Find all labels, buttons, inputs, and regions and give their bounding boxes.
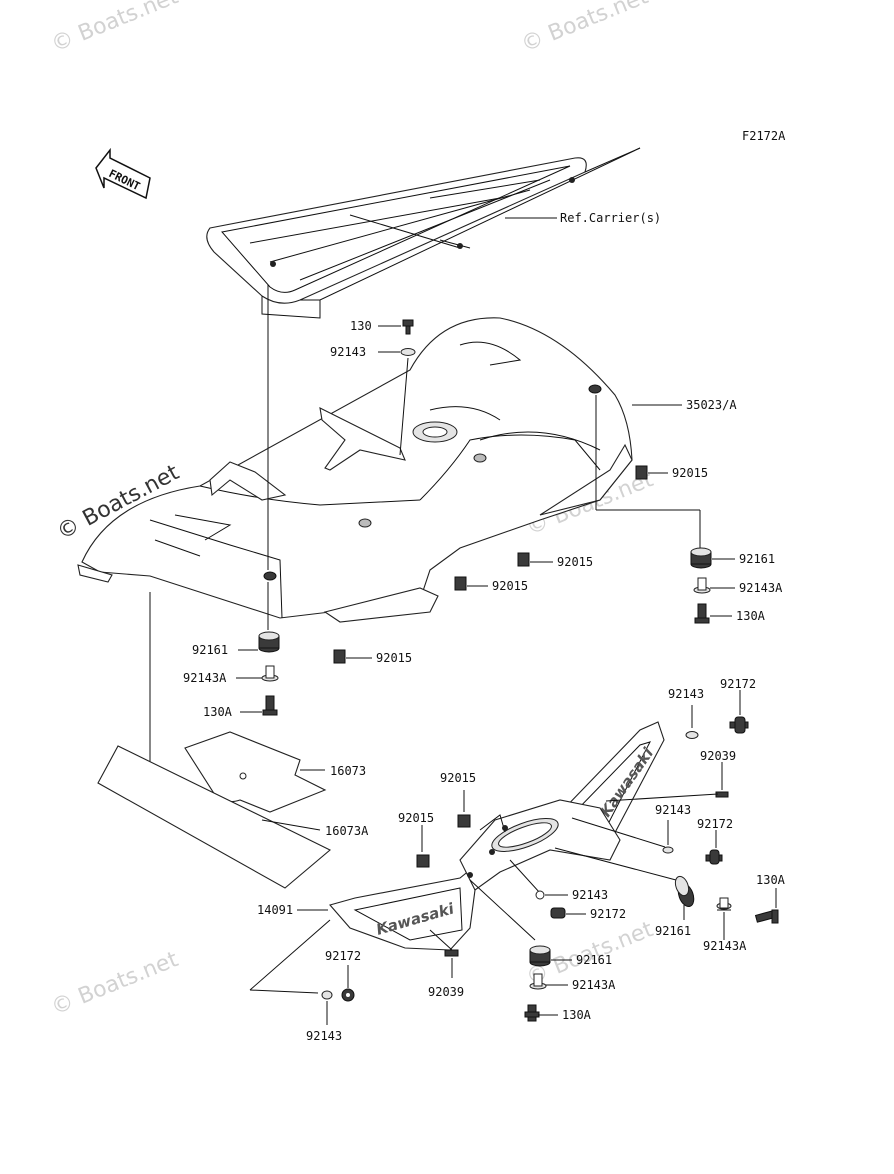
label-16073A: 16073A — [325, 824, 369, 838]
bolt-130A-l — [262, 695, 278, 716]
label-92143-bl: 92143 — [306, 1029, 342, 1043]
label-92143-top: 92143 — [330, 345, 366, 359]
nut-92172-bl — [341, 988, 355, 1002]
label-130A-br: 130A — [756, 873, 786, 887]
label-92143A-l: 92143A — [183, 671, 227, 685]
mud-flap-16073A — [97, 745, 331, 889]
label-92039-bl: 92039 — [428, 985, 464, 999]
label-92015-c: 92015 — [492, 579, 528, 593]
label-130A-r: 130A — [736, 609, 766, 623]
washer-92143-m — [662, 846, 674, 854]
label-92161-l: 92161 — [192, 643, 228, 657]
figure-code: F2172A — [742, 129, 786, 143]
clip-92039-bl — [444, 949, 459, 957]
bolt-130A-r — [694, 603, 710, 624]
label-92015-a: 92015 — [672, 466, 708, 480]
watermark-top-left: © Boats.net — [48, 0, 182, 58]
label-92161-b: 92161 — [576, 953, 612, 967]
watermark-bottom-left: © Boats.net — [48, 947, 182, 1021]
carrier-ref-label: Ref.Carrier(s) — [560, 211, 661, 225]
clip-92039-r — [715, 791, 729, 798]
clip-92015-c — [454, 576, 467, 591]
front-arrow-icon: FRONT — [95, 147, 151, 200]
bolt-130A-br — [754, 909, 779, 924]
label-92015-d: 92015 — [376, 651, 412, 665]
grommet-92161-l — [258, 631, 280, 653]
label-16073: 16073 — [330, 764, 366, 778]
grommet-92161-r — [690, 547, 712, 569]
label-130A-b: 130A — [562, 1008, 592, 1022]
label-92143-c: 92143 — [572, 888, 608, 902]
label-92172-bl: 92172 — [325, 949, 361, 963]
label-130: 130 — [350, 319, 372, 333]
washer-92143-u — [685, 731, 699, 739]
label-92172-c: 92172 — [590, 907, 626, 921]
clip-92015-b — [517, 552, 530, 567]
clip-92015-f — [416, 854, 430, 868]
grommet-92161-b — [529, 945, 551, 967]
label-92161-br: 92161 — [655, 924, 691, 938]
collar-92143A-r — [693, 577, 711, 594]
label-92015-e: 92015 — [440, 771, 476, 785]
bolt-92172-u — [729, 716, 749, 734]
clip-92015-a — [635, 465, 648, 480]
label-35023a: 35023/A — [686, 398, 737, 412]
label-92143A-b: 92143A — [572, 978, 616, 992]
bolt-130-top — [402, 319, 414, 335]
collar-92143A-br — [716, 897, 732, 911]
label-92172-u: 92172 — [720, 677, 756, 691]
washer-92143-c — [535, 890, 545, 900]
label-92143-m: 92143 — [655, 803, 691, 817]
bolt-92172-m — [705, 849, 723, 865]
bolt-130A-b — [524, 1004, 540, 1022]
label-14091: 14091 — [257, 903, 293, 917]
collar-92143A-l — [261, 665, 279, 682]
label-92143-u: 92143 — [668, 687, 704, 701]
rear-fender — [77, 317, 633, 623]
label-92015-b: 92015 — [557, 555, 593, 569]
washer-92143-top — [400, 348, 416, 356]
watermark-top-right: © Boats.net — [518, 0, 652, 58]
clip-92015-e — [457, 814, 471, 828]
label-92015-f: 92015 — [398, 811, 434, 825]
label-92039-r: 92039 — [700, 749, 736, 763]
center-panel — [459, 799, 621, 891]
side-cover-left: Kawasaki — [329, 869, 476, 951]
carrier-rack — [206, 147, 641, 319]
label-92143A-r: 92143A — [739, 581, 783, 595]
label-92143A-br: 92143A — [703, 939, 747, 953]
label-92161-r: 92161 — [739, 552, 775, 566]
label-130A-l: 130A — [203, 705, 233, 719]
clip-92015-d — [333, 649, 346, 664]
bolt-92172-c — [550, 907, 566, 919]
label-92172-m: 92172 — [697, 817, 733, 831]
grommet-92161-br — [674, 875, 695, 908]
collar-92143A-b — [529, 973, 547, 990]
washer-92143-bl — [321, 990, 333, 1000]
